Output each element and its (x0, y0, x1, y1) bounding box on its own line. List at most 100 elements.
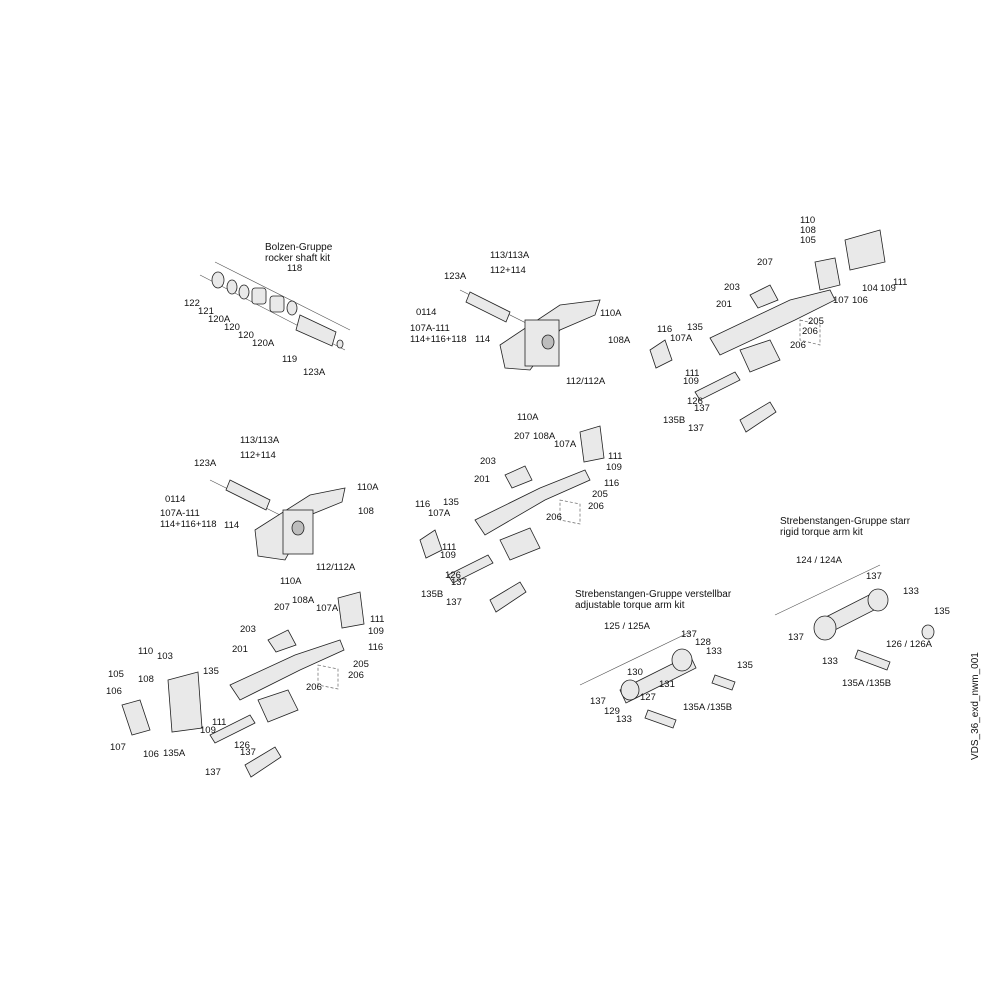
washer-part (226, 279, 238, 295)
nut-part (921, 624, 935, 640)
spring-top-plate-part (749, 284, 779, 309)
rigid-arm-title-de: Strebenstangen-Gruppe starr (780, 516, 911, 527)
bolt-part (854, 649, 891, 671)
adjustable-arm-title-de: Strebenstangen-Gruppe verstellbar (575, 589, 732, 600)
label-133: 133 (903, 586, 919, 597)
label-111: 111 (685, 368, 699, 379)
rocker-shaft-kit: Bolzen-Gruppe rocker shaft kit 118 122 1… (184, 242, 351, 378)
kit-bracket-line (774, 564, 881, 616)
label-135: 135 (737, 660, 753, 671)
adjustable-arm-part (244, 746, 282, 778)
label-116: 116 (415, 499, 430, 510)
label-207: 207 (757, 257, 773, 268)
arm-eye-part (867, 588, 889, 612)
label-137: 137 (446, 597, 462, 608)
label-206: 206 (802, 326, 818, 337)
label-107: 107 (833, 295, 849, 306)
label-206: 206 (790, 340, 806, 351)
washer-part (238, 284, 250, 300)
label-119: 119 (282, 354, 297, 365)
torque-arm-part (694, 371, 741, 401)
label-133: 133 (822, 656, 838, 667)
label-111: 111 (608, 451, 622, 462)
label-201: 201 (474, 474, 490, 485)
axle-bracket-assembly-middle: 113/113A 112+114 123A 0114 107A-111 114+… (160, 435, 356, 573)
rear-hanger-part (579, 425, 605, 463)
drawing-id-watermark: VDS_36_exd_nwm_001 (970, 652, 981, 760)
label-116: 116 (368, 642, 383, 653)
rocker-shaft-title-de: Bolzen-Gruppe (265, 242, 333, 253)
adjustable-arm-part (489, 581, 527, 613)
leaf-spring-part (709, 289, 836, 356)
label-133: 133 (616, 714, 632, 725)
adjustable-arm-title-en: adjustable torque arm kit (575, 600, 685, 611)
label-112-112A: 112/112A (316, 562, 356, 573)
label-112-112A: 112/112A (566, 376, 606, 387)
label-111: 111 (370, 614, 384, 625)
label-135: 135 (203, 666, 219, 677)
label-108: 108 (358, 506, 374, 517)
rear-hanger-part (337, 591, 365, 629)
label-110: 110 (800, 215, 815, 226)
label-207: 207 (274, 602, 290, 613)
label-106: 106 (143, 749, 159, 760)
label-114: 114 (224, 520, 239, 531)
label-116: 116 (657, 324, 672, 335)
label-126-126A: 126 / 126A (886, 639, 933, 650)
label-123A: 123A (303, 367, 326, 378)
label-108A: 108A (292, 595, 315, 606)
label-137: 137 (866, 571, 882, 582)
label-206: 206 (306, 682, 322, 693)
shackle-part (121, 699, 151, 736)
label-107A-111: 107A-111 (160, 508, 200, 519)
label-126: 126 (445, 570, 461, 581)
label-107A-111: 107A-111 (410, 323, 450, 334)
label-205: 205 (592, 489, 608, 500)
label-129: 129 (604, 706, 620, 717)
bushing-part (269, 295, 285, 313)
label-111: 111 (442, 542, 456, 553)
label-114-116-118: 114+116+118 (160, 519, 217, 530)
label-105: 105 (800, 235, 816, 246)
label-108: 108 (138, 674, 154, 685)
label-137: 137 (681, 629, 697, 640)
label-112-114: 112+114 (490, 265, 526, 276)
label-114-116-118: 114+116+118 (410, 334, 467, 345)
label-126: 126 (234, 740, 250, 751)
spring-bracket-part (419, 529, 443, 559)
bolt-part (644, 709, 677, 729)
bushing-eye-part (541, 334, 555, 350)
label-135A-135B: 135A /135B (842, 678, 891, 689)
adjustable-torque-arm-kit: Strebenstangen-Gruppe verstellbar adjust… (575, 589, 753, 729)
label-124-124A: 124 / 124A (796, 555, 843, 566)
spring-assembly-top: 207 203 201 110A 108A 116 135 107A 111 1… (600, 215, 907, 434)
label-106: 106 (852, 295, 868, 306)
label-110A: 110A (600, 308, 622, 319)
label-110A: 110A (280, 576, 302, 587)
label-137: 137 (688, 423, 704, 434)
label-109: 109 (683, 376, 699, 387)
label-128: 128 (695, 637, 711, 648)
spring-assembly-middle: 110A 207 108A 107A 111 109 116 203 201 2… (357, 412, 622, 613)
label-122: 122 (184, 298, 200, 309)
label-207: 207 (514, 431, 530, 442)
grease-nipple-part (336, 339, 344, 349)
label-205: 205 (808, 316, 824, 327)
spring-top-plate-part (504, 465, 533, 489)
u-bolt-part (317, 664, 339, 690)
axle-seat-part (257, 689, 299, 723)
rigid-arm-title-en: rigid torque arm kit (780, 527, 863, 538)
front-hanger-part (167, 671, 203, 733)
label-112-114: 112+114 (240, 450, 276, 461)
label-114: 114 (475, 334, 490, 345)
washer-part (211, 271, 225, 289)
label-120A: 120A (208, 314, 231, 325)
label-203: 203 (480, 456, 496, 467)
label-109: 109 (880, 283, 896, 294)
u-bolt-part (559, 499, 581, 525)
label-206: 206 (348, 670, 364, 681)
label-125-125A: 125 / 125A (604, 621, 651, 632)
label-111: 111 (212, 717, 226, 728)
label-135A-135B: 135A /135B (683, 702, 732, 713)
label-109: 109 (368, 626, 384, 637)
